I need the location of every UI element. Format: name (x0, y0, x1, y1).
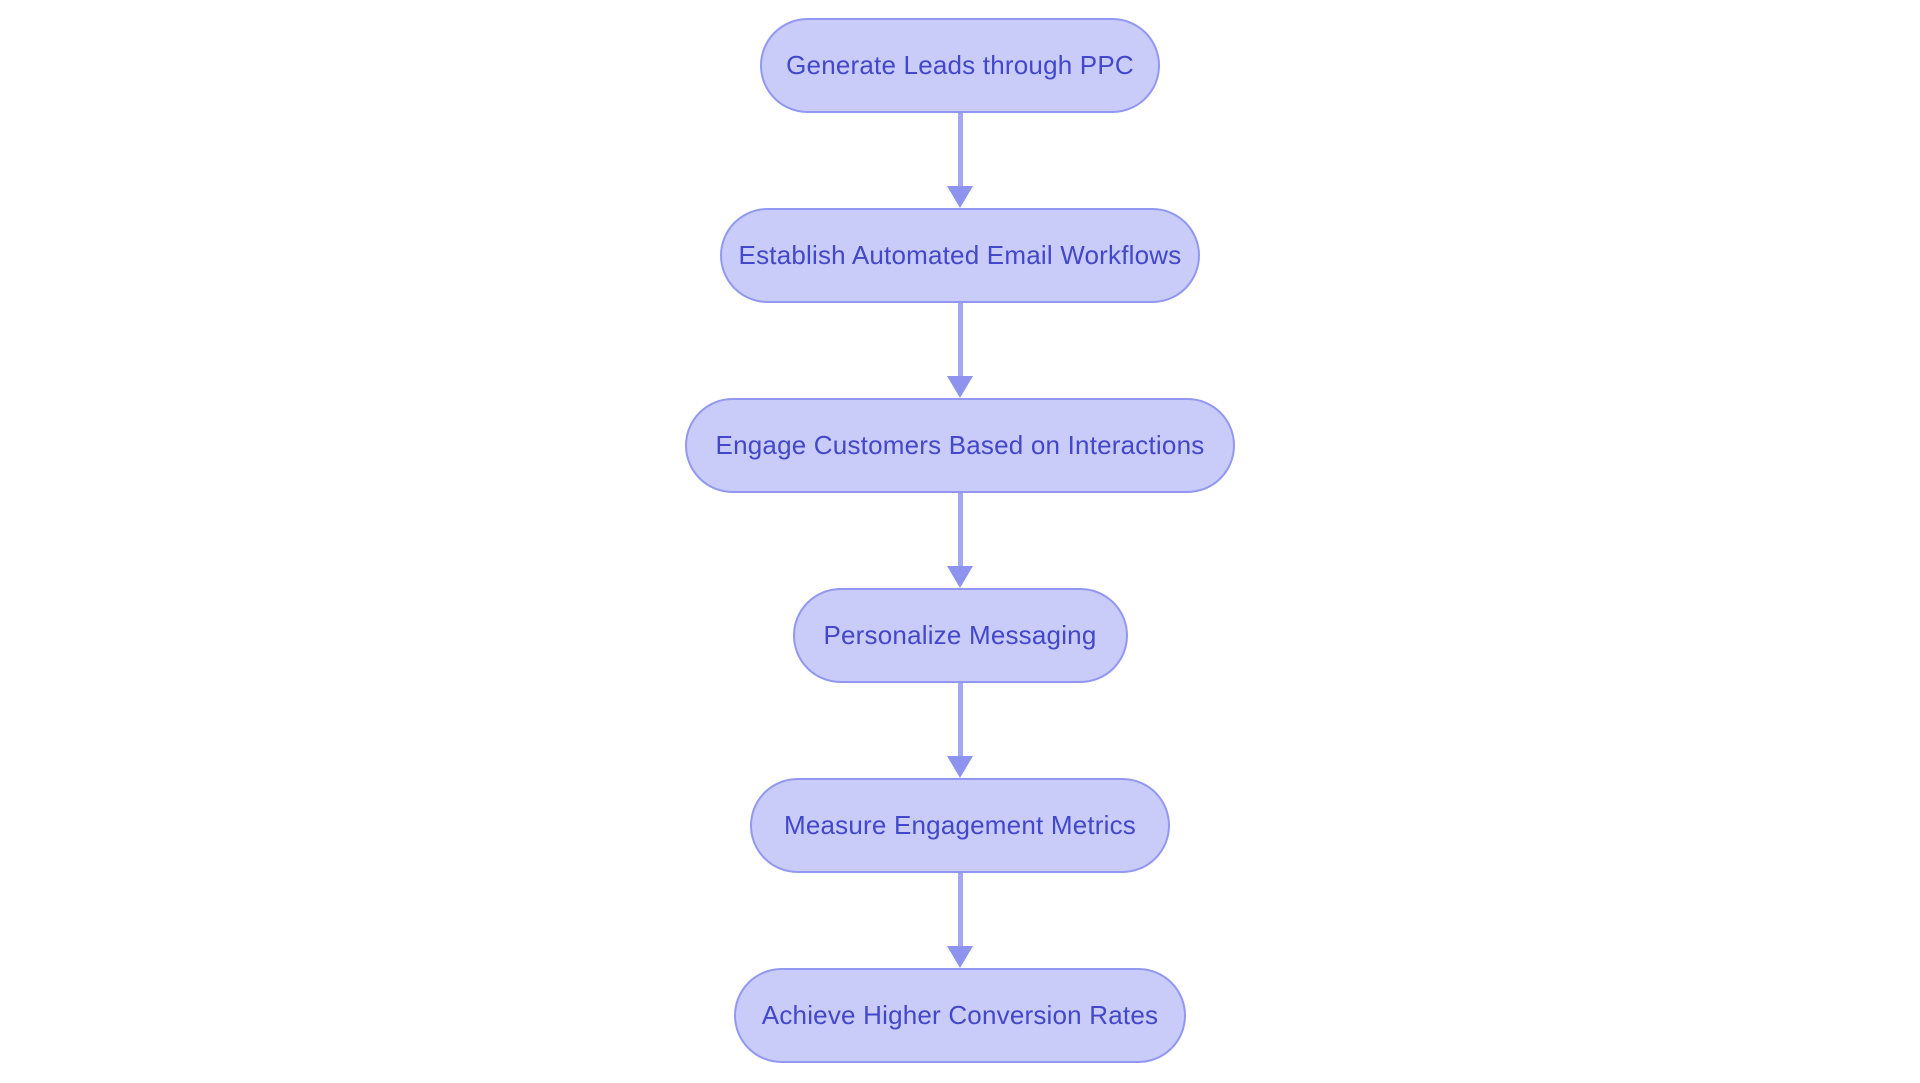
arrow-down-icon (947, 566, 973, 588)
flow-node-engage-customers: Engage Customers Based on Interactions (685, 398, 1235, 493)
flow-node-label: Generate Leads through PPC (786, 50, 1134, 80)
flow-connector-1 (947, 113, 973, 208)
flow-node-label: Measure Engagement Metrics (783, 810, 1137, 840)
arrow-down-icon (947, 376, 973, 398)
flow-node-label: Engage Customers Based on Interactions (715, 430, 1205, 460)
flow-node-label: Establish Automated Email Workflows (738, 240, 1182, 270)
arrow-line (957, 303, 963, 376)
flow-node-conversion-rates: Achieve Higher Conversion Rates (734, 968, 1186, 1063)
arrow-down-icon (947, 946, 973, 968)
arrow-line (957, 113, 963, 186)
arrow-down-icon (947, 186, 973, 208)
flow-connector-4 (947, 683, 973, 778)
arrow-line (957, 493, 963, 566)
flow-connector-5 (947, 873, 973, 968)
flow-node-email-workflows: Establish Automated Email Workflows (720, 208, 1200, 303)
flow-node-label: Achieve Higher Conversion Rates (761, 1000, 1159, 1030)
arrow-line (957, 683, 963, 756)
arrow-line (957, 873, 963, 946)
flow-node-personalize-messaging: Personalize Messaging (792, 588, 1128, 683)
flow-node-measure-metrics: Measure Engagement Metrics (750, 778, 1170, 873)
arrow-down-icon (947, 756, 973, 778)
flow-connector-2 (947, 303, 973, 398)
flow-connector-3 (947, 493, 973, 588)
flow-node-generate-leads: Generate Leads through PPC (760, 18, 1160, 113)
flow-node-label: Personalize Messaging (823, 620, 1097, 650)
